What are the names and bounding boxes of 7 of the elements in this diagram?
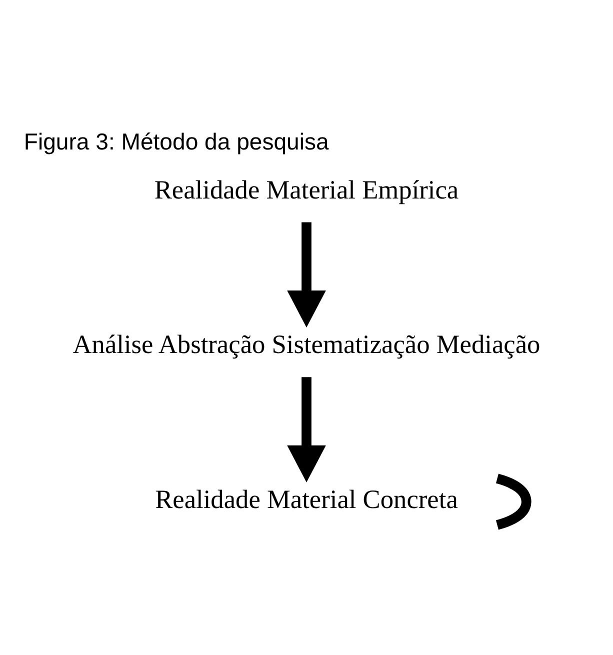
arrow xyxy=(287,222,326,328)
node-text: Análise Abstração Sistematização Mediação xyxy=(72,330,540,359)
arrow xyxy=(287,376,326,482)
node-text: Realidade Material Concreta xyxy=(155,484,458,514)
diagram-title: Figura 3: Método da pesquisa xyxy=(24,128,329,154)
connector xyxy=(496,473,532,530)
node-text: Realidade Material Empírica xyxy=(154,174,459,204)
